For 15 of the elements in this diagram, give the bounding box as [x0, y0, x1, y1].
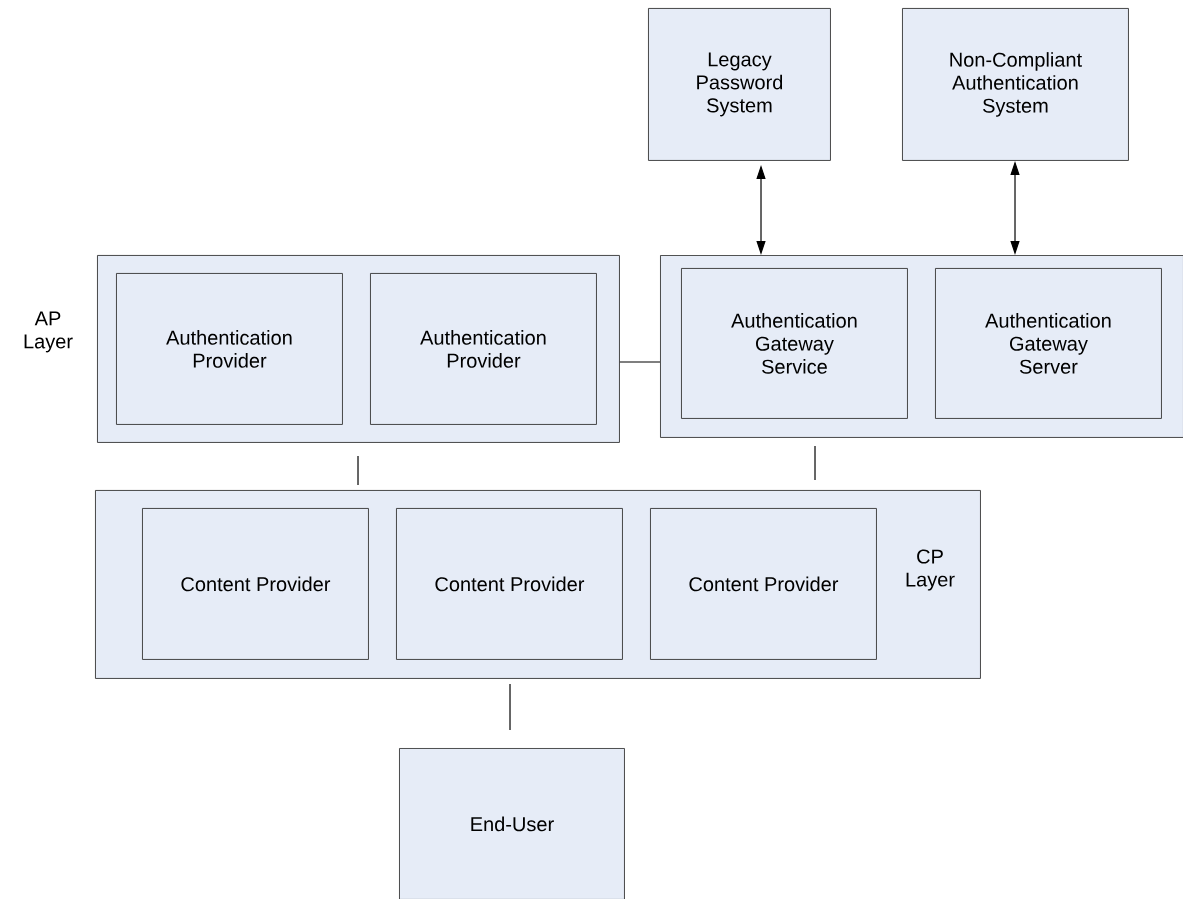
process-box: Non-Compliant Authentication System [902, 8, 1129, 161]
connector-line [619, 361, 661, 363]
connector-line [509, 683, 511, 731]
connector-line [814, 445, 816, 481]
process-box: Legacy Password System [648, 8, 831, 161]
process-box: Content Provider [142, 508, 369, 660]
process-box: Content Provider [650, 508, 877, 660]
process-box: Authentication Provider [116, 273, 343, 425]
process-box: Authentication Gateway Service [681, 268, 908, 419]
process-box: End-User [399, 748, 625, 899]
node-label: AP Layer [24, 311, 73, 353]
connector-line [357, 455, 359, 486]
process-box: Authentication Provider [370, 273, 597, 425]
process-box: Authentication Gateway Server [935, 268, 1162, 419]
process-box: Content Provider [396, 508, 623, 660]
